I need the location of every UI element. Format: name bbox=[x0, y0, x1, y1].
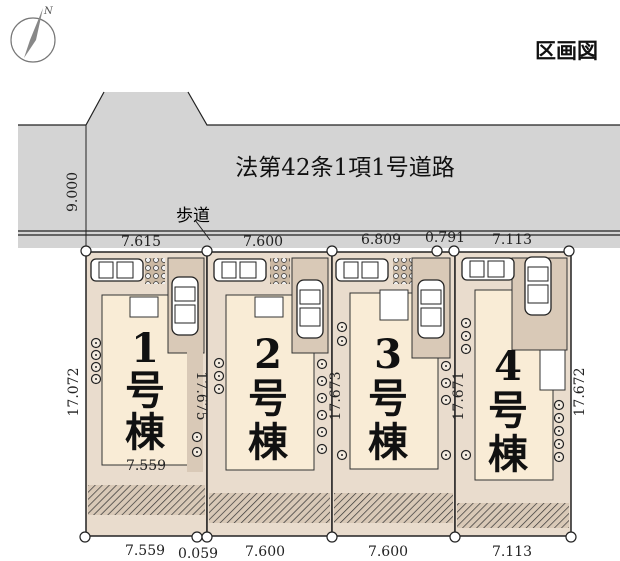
lot-2 bbox=[206, 251, 333, 537]
page-title: 区画図 bbox=[535, 39, 598, 63]
lot-3-label-go: 号 bbox=[368, 375, 408, 422]
lot-3-number: 3 bbox=[374, 331, 402, 378]
lot-1-number: 1 bbox=[131, 325, 159, 372]
lot-1-inner-dimension: 7.559 bbox=[126, 458, 166, 474]
lot-4-top-dimension: 7.113 bbox=[492, 232, 532, 248]
lot-3-top-extra-dimension: 0.791 bbox=[425, 230, 465, 246]
compass-north-label: N bbox=[43, 6, 54, 17]
lot-3 bbox=[331, 251, 456, 537]
road bbox=[18, 91, 620, 256]
lot-4-number: 4 bbox=[494, 343, 522, 390]
road-name: 法第42条1項1号道路 bbox=[235, 155, 455, 181]
lot-4-bottom-dimension: 7.113 bbox=[492, 544, 532, 560]
lot-1-label-go: 号 bbox=[125, 367, 165, 414]
lot-4-label-go: 号 bbox=[488, 387, 528, 434]
lot-2-bottom-dimension: 7.600 bbox=[245, 544, 285, 560]
lot-1-side-dimension: 17.675 bbox=[193, 372, 209, 421]
road-width-dimension: 9.000 bbox=[65, 172, 81, 212]
bottom-gap-dimension: 0.059 bbox=[178, 546, 218, 561]
compass-icon: N bbox=[10, 6, 56, 63]
lot-3-bottom-dimension: 7.600 bbox=[368, 544, 408, 560]
lot-2-number: 2 bbox=[254, 331, 282, 378]
lot-4 bbox=[454, 251, 572, 537]
boundary-markers bbox=[79, 245, 577, 543]
lot-3-left-side-dimension: 17.673 bbox=[328, 372, 344, 421]
lot-3-label-tou: 棟 bbox=[368, 419, 409, 466]
left-side-dimension: 17.072 bbox=[66, 368, 82, 417]
lot-2-label-tou: 棟 bbox=[248, 419, 289, 466]
lot-4-label-tou: 棟 bbox=[488, 431, 529, 478]
lot-1-top-dimension: 7.615 bbox=[121, 234, 161, 250]
lot-1-label-tou: 棟 bbox=[125, 409, 166, 456]
sidewalk-label: 歩道 bbox=[176, 206, 210, 226]
right-side-dimension: 17.672 bbox=[572, 368, 588, 417]
lot-1-bottom-dimension: 7.559 bbox=[125, 543, 165, 559]
lot-3-top-dimension: 6.809 bbox=[361, 232, 401, 248]
lot-4-left-side-dimension: 17.671 bbox=[451, 372, 467, 421]
lot-2-top-dimension: 7.600 bbox=[243, 234, 283, 250]
lot-2-label-go: 号 bbox=[248, 375, 288, 422]
